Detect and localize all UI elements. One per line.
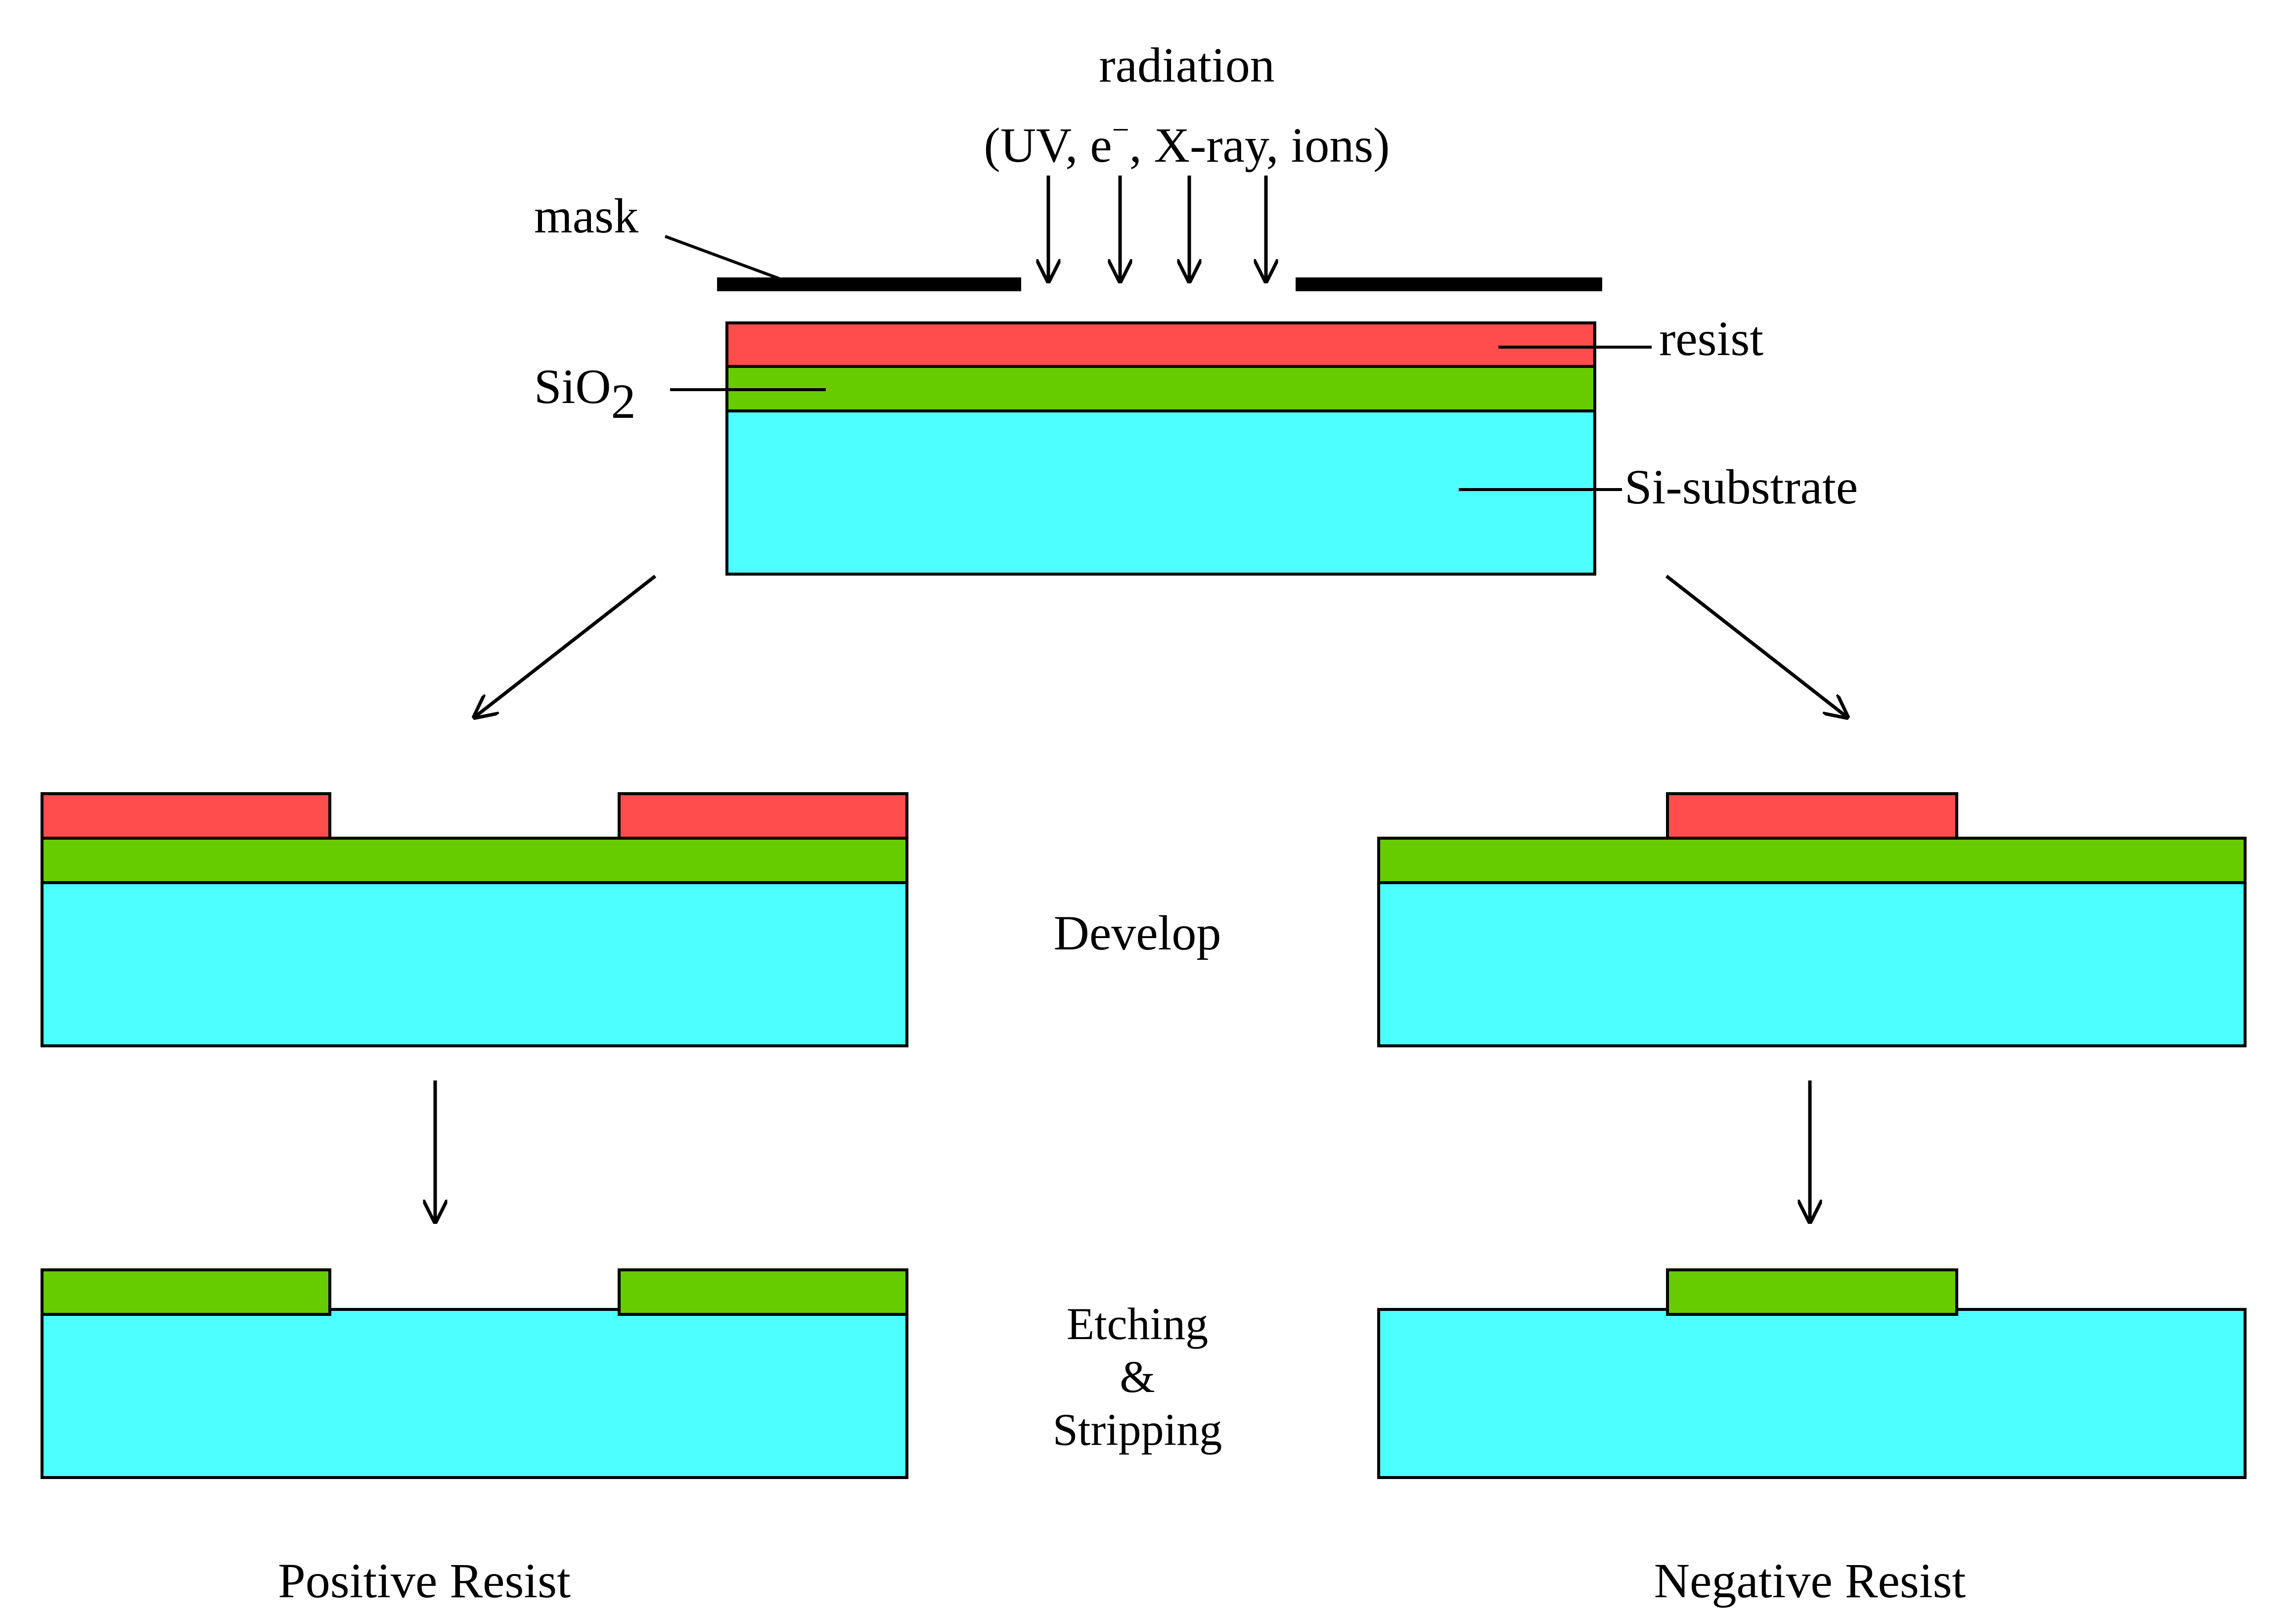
positive-etched-sio2-right — [618, 1268, 908, 1316]
develop-label: Develop — [1054, 905, 1221, 960]
negative-develop-resist — [1666, 792, 1958, 840]
mask-label: mask — [534, 188, 638, 243]
positive-etched-substrate — [41, 1308, 908, 1479]
etching-label-line2: & — [1120, 1351, 1155, 1402]
etching-label-line1: Etching — [1067, 1299, 1208, 1349]
sio2-label: SiO2 — [534, 359, 636, 429]
positive-resist-caption: Positive Resist — [278, 1553, 571, 1608]
mask-leader-line — [664, 235, 780, 280]
negative-etched-substrate — [1377, 1308, 2247, 1479]
negative-etched-sio2 — [1666, 1268, 1958, 1316]
negative-develop-substrate-layer — [1377, 881, 2247, 1047]
positive-etched-sio2-left — [41, 1268, 331, 1316]
positive-develop-substrate-layer — [41, 881, 908, 1047]
positive-develop-resist-right — [618, 792, 908, 840]
radiation-label: radiation — [1099, 38, 1274, 92]
top-substrate-layer — [725, 409, 1596, 576]
electron-superscript: − — [1112, 113, 1129, 147]
negative-branch-arrow — [1665, 575, 1847, 717]
positive-develop-resist-left — [41, 792, 331, 840]
resist-label: resist — [1659, 311, 1763, 366]
top-resist-layer — [725, 321, 1596, 368]
negative-develop-sio2-layer — [1377, 837, 2247, 884]
etching-label-line3: Stripping — [1053, 1404, 1222, 1455]
positive-develop-sio2-layer — [41, 837, 908, 884]
substrate-label: Si-substrate — [1624, 459, 1858, 514]
negative-resist-caption: Negative Resist — [1654, 1553, 1966, 1608]
top-sio2-layer — [725, 365, 1596, 412]
positive-branch-arrow — [475, 575, 657, 717]
radiation-sources-label: (UV, e−, X-ray, ions) — [984, 113, 1390, 173]
sio2-subscript: 2 — [611, 374, 636, 429]
